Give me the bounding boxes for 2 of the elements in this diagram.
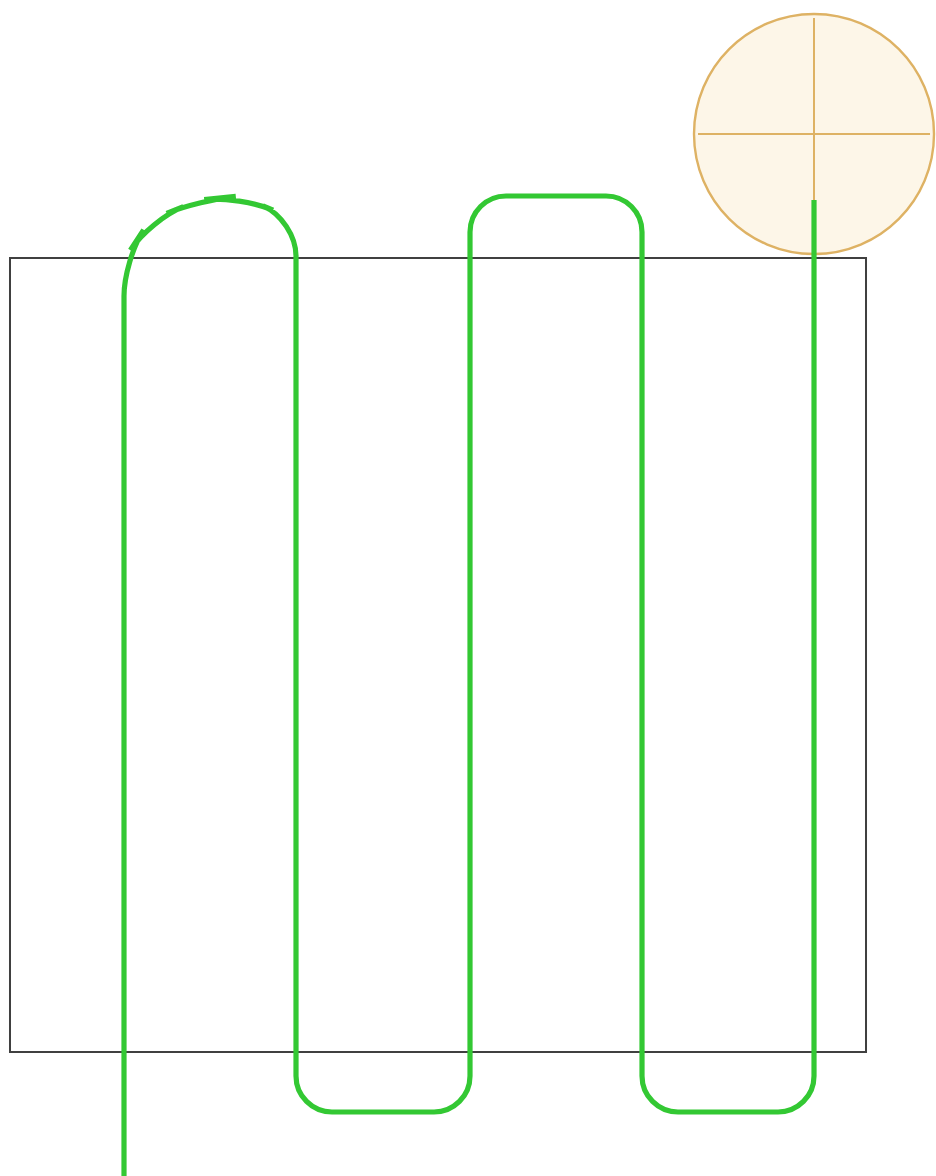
rectangle-outline xyxy=(9,257,867,1053)
crosshair-circle xyxy=(692,12,936,256)
